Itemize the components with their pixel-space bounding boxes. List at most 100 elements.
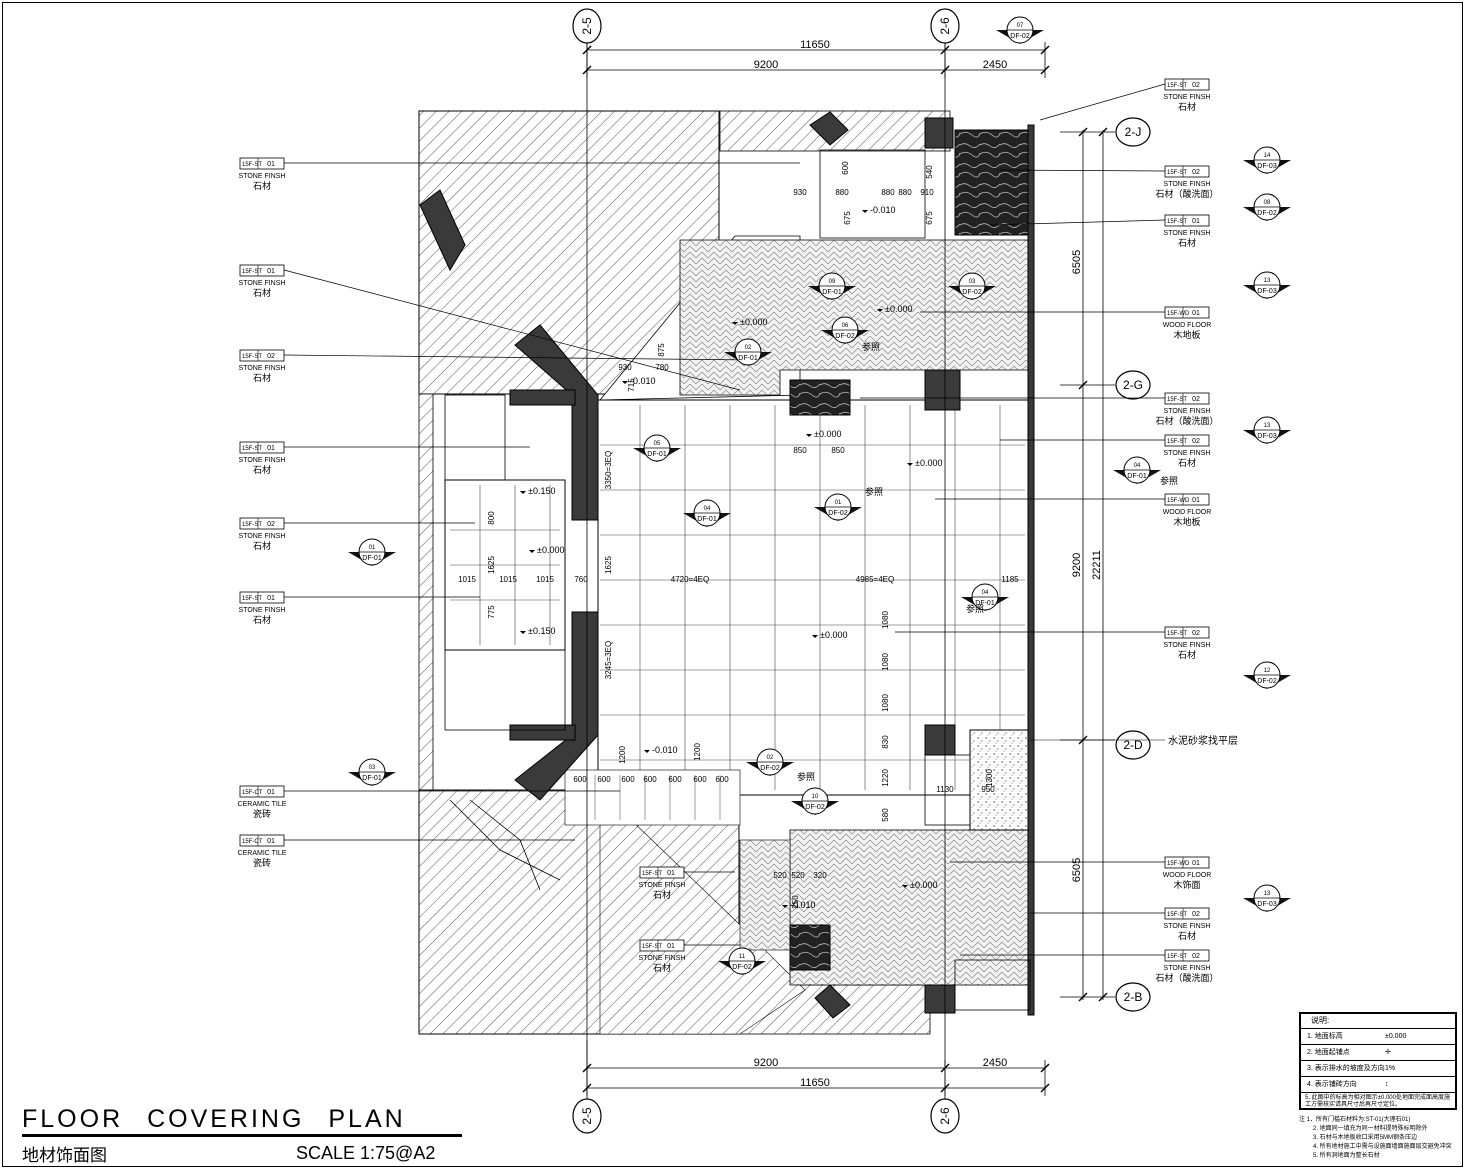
callout-material-cn: 瓷砖 [253,808,271,819]
start-point-icon: ✛ [1385,1049,1391,1056]
reference-note: 参照 [797,771,815,782]
section-sheet: DF-02 [828,510,848,517]
dim-top-a: 9200 [754,59,778,71]
callout-code: 15F-ST [242,522,262,528]
section-sheet: DF-01 [647,451,667,458]
callout-material-cn: 石材 [1178,237,1196,248]
callout-number: 01 [1192,310,1200,317]
section-sheet: DF-01 [1127,473,1147,480]
inner-dimension: 880 [898,188,912,197]
callout-code: 15F-ST [1167,631,1187,637]
callout-material-cn: 石材 [253,614,271,625]
level-value: ±0.000 [740,317,767,327]
level-value: -0.010 [870,205,896,215]
callout-tag [1164,392,1210,405]
level-marks: ±0.000-0.010±0.150±0.000±0.150±0.000-0.0… [520,205,942,910]
reference-note: 参照 [865,486,883,497]
grid-label: 2-5 [580,17,594,35]
section-sheet: DF-03 [1257,433,1277,440]
callout-number: 02 [1192,438,1200,445]
section-number: 01 [369,545,376,551]
callout-number: 01 [267,161,275,168]
callout-material-cn: 石材（酸洗面） [1155,972,1218,983]
legend-label: 1. 地面标高 [1307,1033,1343,1040]
inner-dimension: 250 [791,895,800,909]
section-number: 06 [842,323,849,329]
section-number: 08 [1264,200,1271,206]
callout-material-en: STONE FINSH [1164,923,1211,930]
inner-dimension: 600 [573,775,587,784]
inner-dimension: 830 [881,735,890,749]
grid-bubble-circle [1115,117,1151,147]
inner-dimension: 1185 [1001,575,1019,584]
callout-material-en: STONE FINSH [239,533,286,540]
drawing-subtitle: 地材饰面图 [22,1146,107,1166]
dimension-ticks [582,45,1108,1093]
callout-material-en: STONE FINSH [1164,642,1211,649]
level-marker-icon [782,905,788,908]
callout-material-cn: 石材 [653,889,671,900]
cement-screed-area [969,729,1031,831]
grid-label: 2-6 [938,17,952,35]
section-sheet: DF-02 [760,765,780,772]
callout-material-en: STONE FINSH [1164,181,1211,188]
section-number: 12 [1264,668,1271,674]
slope-arrow-icon: 1% [1385,1065,1396,1072]
callout-tag [1164,493,1210,506]
callout-tag [1164,306,1210,319]
callout-leader [999,169,1166,172]
callout-number: 02 [1192,169,1200,176]
callout-tag [239,441,285,454]
inner-dimension: 1015 [458,575,476,584]
grid-label: 2-J [1125,125,1142,139]
callout-tag [239,517,285,530]
legend-label: 2. 地面起铺点 [1307,1049,1350,1056]
inner-dimension: 520 [791,871,805,880]
section-number: 11 [739,954,746,960]
section-sheet: DF-02 [1010,33,1030,40]
callout-code: 15F-ST [642,871,662,877]
level-value: ±0.150 [528,486,555,496]
level-marker-icon [622,381,628,384]
grid-label: 2-6 [938,1107,952,1125]
legend-footnote: 5. 此图中的标高为相对图示±0.000处地面完成面高度施工方需核实请具尺寸后再… [1305,1095,1450,1108]
section-number: 13 [1264,891,1271,897]
dim-top-b: 2450 [983,59,1007,71]
note-line: 2. 地面同一填充为同一材料提特殊标明除外 [1313,1126,1428,1132]
stone-tile-grid [444,399,1029,826]
callout-tag [239,157,285,170]
callout-tag [639,866,685,879]
callout-material-cn: 木地板 [1173,329,1200,340]
legend-row: 4. 表示铺砖方向↕ [1301,1077,1455,1093]
callout-material-cn: 石材 [1178,101,1196,112]
section-number: 03 [369,765,376,771]
legend-row: 1. 地面标高±0.000 [1301,1029,1455,1045]
section-number: 09 [829,279,836,285]
callout-material-en: STONE FINSH [239,457,286,464]
inner-dimension: 715 [627,378,636,392]
callout-tag [1164,78,1210,91]
callout-material-en: STONE FINSH [1164,450,1211,457]
callout-code: 15F-CT [242,790,263,796]
level-value: ±0.000 [820,630,847,640]
cement-note: 水泥砂浆找平层 [1168,734,1238,747]
callout-number: 01 [267,789,275,796]
callout-material-en: WOOD FLOOR [1163,322,1212,329]
callout-code: 15F-ST [1167,83,1187,89]
inner-dimension: 600 [841,161,850,175]
callout-material-en: STONE FINSH [239,173,286,180]
section-sheet: DF-01 [975,600,995,607]
section-sheet: DF-03 [1257,901,1277,908]
dim-right-total: 22211 [1091,550,1103,580]
callout-material-en: WOOD FLOOR [1163,872,1212,879]
callout-number: 01 [1192,860,1200,867]
inner-dimension: 1130 [936,785,954,794]
grid-bubble-circle [1115,982,1151,1012]
callout-material-cn: 木地板 [1173,516,1200,527]
legend-row: 2. 地面起铺点 ✛ [1301,1045,1455,1061]
section-number: 07 [1017,23,1024,29]
grid-bubble-circle [1115,730,1151,760]
inner-dimension: 1015 [536,575,554,584]
